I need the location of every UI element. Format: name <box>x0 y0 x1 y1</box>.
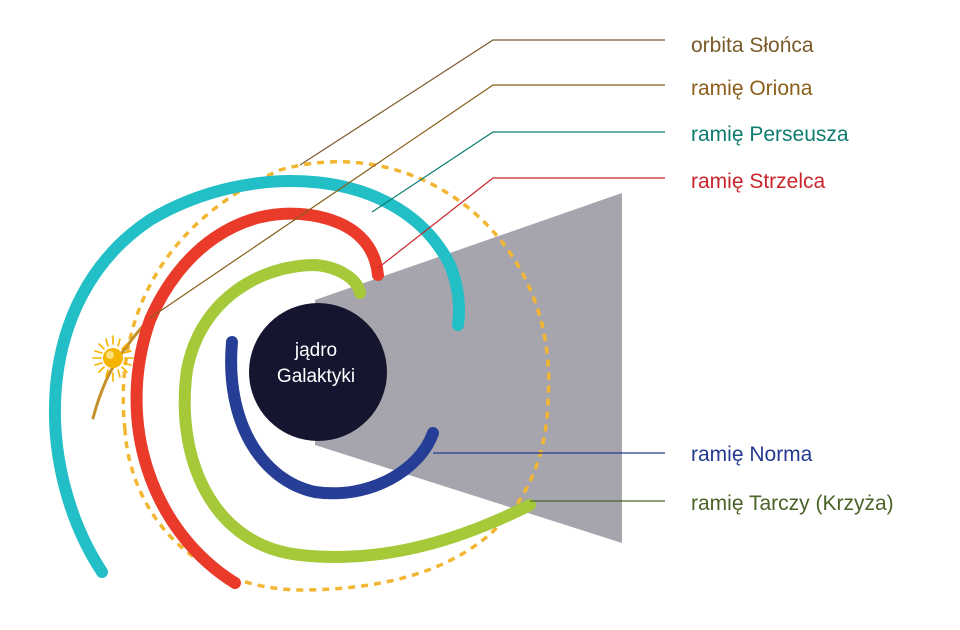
sagittarius-arm <box>130 207 384 589</box>
perseus-arm <box>48 175 465 578</box>
orion-arm <box>91 316 152 420</box>
label-sun-orbit: orbita Słońca <box>691 34 814 57</box>
leader-line-orion <box>149 84 665 319</box>
sun-icon <box>92 335 134 382</box>
scutum-arm <box>178 258 536 563</box>
core-label-line1: jądro <box>294 340 337 361</box>
galactic-core <box>249 303 387 441</box>
leader-line-sagittarius <box>377 177 665 269</box>
label-sagittarius-arm: ramię Strzelca <box>691 170 826 193</box>
leader-line-sun-orbit <box>299 39 665 166</box>
label-norma-arm: ramię Norma <box>691 443 813 466</box>
shadow-cone <box>315 193 622 543</box>
label-orion-arm: ramię Oriona <box>691 77 813 100</box>
core-label-line2: Galaktyki <box>277 366 355 387</box>
label-scutum-arm: ramię Tarczy (Krzyża) <box>691 492 894 515</box>
label-perseus-arm: ramię Perseusza <box>691 123 849 146</box>
norma-arm <box>225 336 439 500</box>
leader-line-perseus <box>371 131 665 213</box>
